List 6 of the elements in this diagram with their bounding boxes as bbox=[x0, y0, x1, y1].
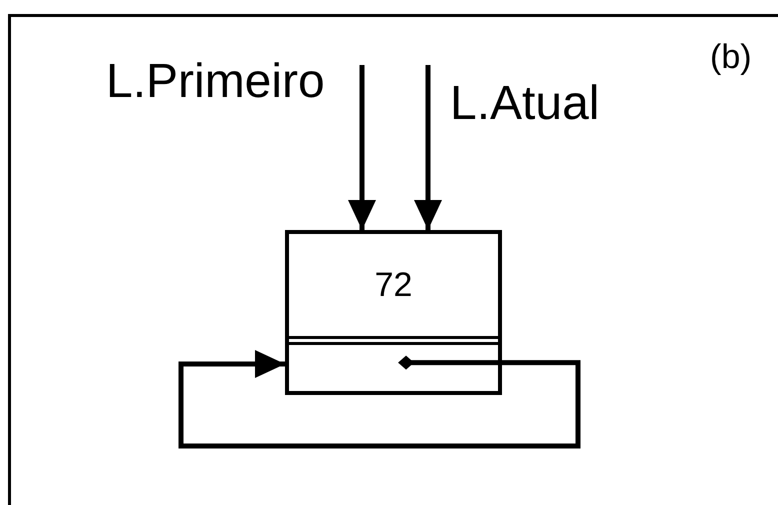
arrow bbox=[348, 65, 376, 230]
cell-value: 72 bbox=[374, 266, 412, 304]
panel-label: (b) bbox=[710, 40, 752, 74]
list-node-box bbox=[285, 230, 502, 395]
arrow bbox=[178, 350, 580, 448]
arrow bbox=[414, 65, 442, 230]
